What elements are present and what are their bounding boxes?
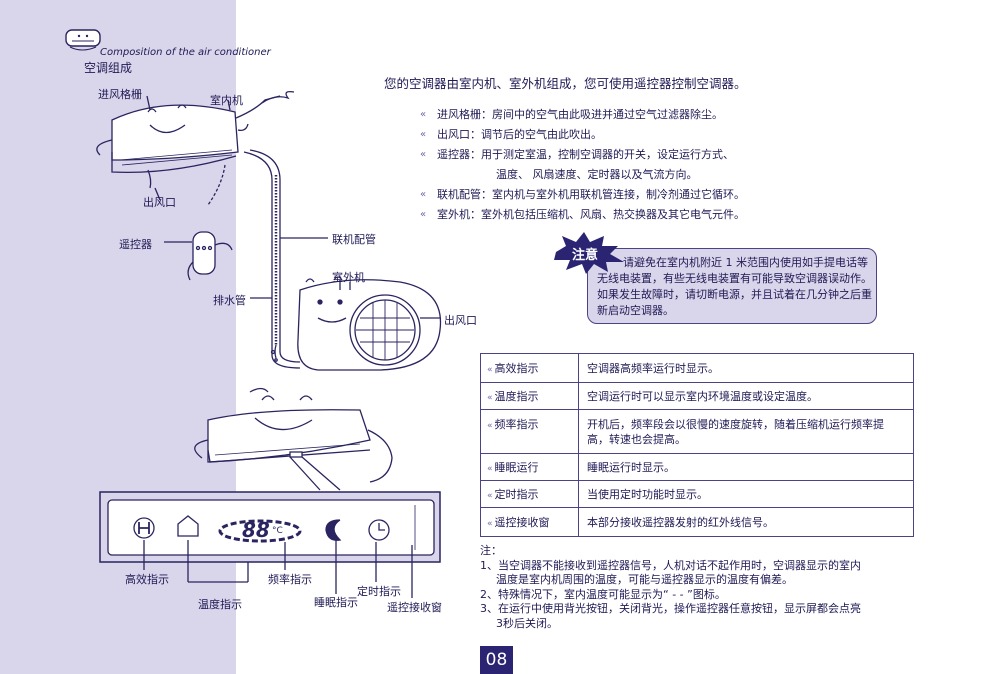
note-item: 3、在运行中使用背光按钮，关闭背光，操作遥控器任意按钮，显示屏都会点亮: [480, 602, 861, 615]
label-outlet-left: 出风口: [143, 196, 176, 209]
bullet-icon: «: [420, 149, 427, 160]
list-item: «进风格栅：房间中的空气由此吸进并通过空气过滤器除尘。: [420, 105, 745, 125]
notice-box: [587, 248, 877, 324]
page-number: 08: [480, 646, 513, 674]
indicator-name: 遥控接收窗: [494, 516, 550, 529]
note-item: 1、当空调器不能接收到遥控器信号，人机对话不起作用时，空调器显示的室内: [480, 558, 861, 572]
indicator-desc: 开机后，频率段会以很慢的速度旋转，随着压缩机运行频率提高，转速也会提高。: [578, 409, 914, 454]
notice-text: 请避免在室内机附近 1 米范围内使用如手提电话等无线电装置，有些无线电装置有可能…: [597, 256, 872, 317]
list-item: «出风口：调节后的空气由此吹出。: [420, 125, 745, 145]
bullet-icon: «: [420, 109, 427, 120]
indicator-name: 睡眠运行: [494, 461, 539, 474]
indicator-name: 温度指示: [494, 390, 539, 403]
notes-section: 注： 1、当空调器不能接收到遥控器信号，人机对话不起作用时，空调器显示的室内 温…: [480, 544, 861, 631]
note-item-continuation: 温度是室内机周围的温度，可能与遥控器显示的温度有偏差。: [496, 573, 793, 586]
section-title: 空调组成: [84, 61, 133, 75]
list-item-continuation: 温度、 风扇速度、定时器以及气流方向。: [496, 168, 698, 181]
display-unit: °C: [272, 526, 283, 536]
table-row: «频率指示 开机后，频率段会以很慢的速度旋转，随着压缩机运行频率提高，转速也会提…: [480, 409, 914, 454]
indicator-desc: 空调器高频率运行时显示。: [578, 353, 914, 383]
intro-text: 您的空调器由室内机、室外机组成，您可使用遥控器控制空调器。: [384, 76, 747, 91]
indicator-desc: 睡眠运行时显示。: [578, 453, 914, 481]
bullet-icon: «: [420, 129, 427, 140]
bullet-icon: «: [420, 209, 427, 220]
label-outdoor-unit: 室外机: [332, 271, 365, 284]
indicator-name: 频率指示: [494, 418, 539, 431]
label-remote: 遥控器: [119, 238, 152, 251]
label-sleep: 睡眠指示: [314, 596, 358, 609]
label-drain-pipe: 排水管: [213, 294, 246, 307]
bullet-icon: «: [487, 491, 493, 501]
indicator-name: 定时指示: [494, 488, 539, 501]
label-connecting-pipe: 联机配管: [332, 233, 376, 246]
display-digits: 88: [242, 518, 270, 542]
notes-heading: 注：: [480, 544, 502, 557]
bullet-icon: «: [487, 421, 493, 431]
section-caption-en: Composition of the air conditioner: [100, 47, 271, 58]
bullet-icon: «: [487, 519, 493, 529]
note-item-continuation: 3秒后关闭。: [496, 616, 558, 630]
list-item: «室外机：室外机包括压缩机、风扇、热交换器及其它电气元件。: [420, 205, 745, 225]
label-inlet-grille: 进风格栅: [98, 88, 142, 101]
bullet-icon: «: [487, 365, 493, 375]
indicator-desc: 本部分接收遥控器发射的红外线信号。: [578, 507, 914, 537]
label-receiver: 遥控接收窗: [387, 601, 442, 614]
table-row: «定时指示 当使用定时功能时显示。: [480, 480, 914, 508]
label-freq: 频率指示: [268, 573, 312, 586]
indicator-table: «高效指示 空调器高频率运行时显示。 «温度指示 空调运行时可以显示室内环境温度…: [480, 353, 914, 537]
bullet-icon: «: [487, 393, 493, 403]
table-row: «遥控接收窗 本部分接收遥控器发射的红外线信号。: [480, 507, 914, 537]
label-indoor-unit: 室内机: [210, 94, 243, 107]
label-high-eff: 高效指示: [125, 573, 169, 586]
bullet-icon: «: [420, 189, 427, 200]
table-row: «睡眠运行 睡眠运行时显示。: [480, 453, 914, 481]
table-row: «高效指示 空调器高频率运行时显示。: [480, 353, 914, 383]
indicator-desc: 当使用定时功能时显示。: [578, 480, 914, 508]
feature-list: «进风格栅：房间中的空气由此吸进并通过空气过滤器除尘。 «出风口：调节后的空气由…: [420, 105, 745, 225]
list-item: «联机配管：室内机与室外机用联机管连接，制冷剂通过它循环。: [420, 185, 745, 205]
label-timer: 定时指示: [357, 585, 401, 598]
air-conditioner-logo-icon: [65, 29, 101, 51]
label-outlet-right: 出风口: [444, 314, 477, 327]
bullet-icon: «: [487, 464, 493, 474]
note-item: 2、特殊情况下，室内温度可能显示为“ - - ”图标。: [480, 587, 726, 601]
table-row: «温度指示 空调运行时可以显示室内环境温度或设定温度。: [480, 382, 914, 410]
caution-badge-icon: [554, 232, 624, 274]
notice-badge-label: 注意: [572, 248, 599, 263]
label-temp: 温度指示: [198, 598, 242, 611]
indicator-desc: 空调运行时可以显示室内环境温度或设定温度。: [578, 382, 914, 410]
indicator-name: 高效指示: [494, 362, 539, 375]
list-item: «遥控器：用于测定室温，控制空调器的开关，设定运行方式、: [420, 145, 745, 165]
